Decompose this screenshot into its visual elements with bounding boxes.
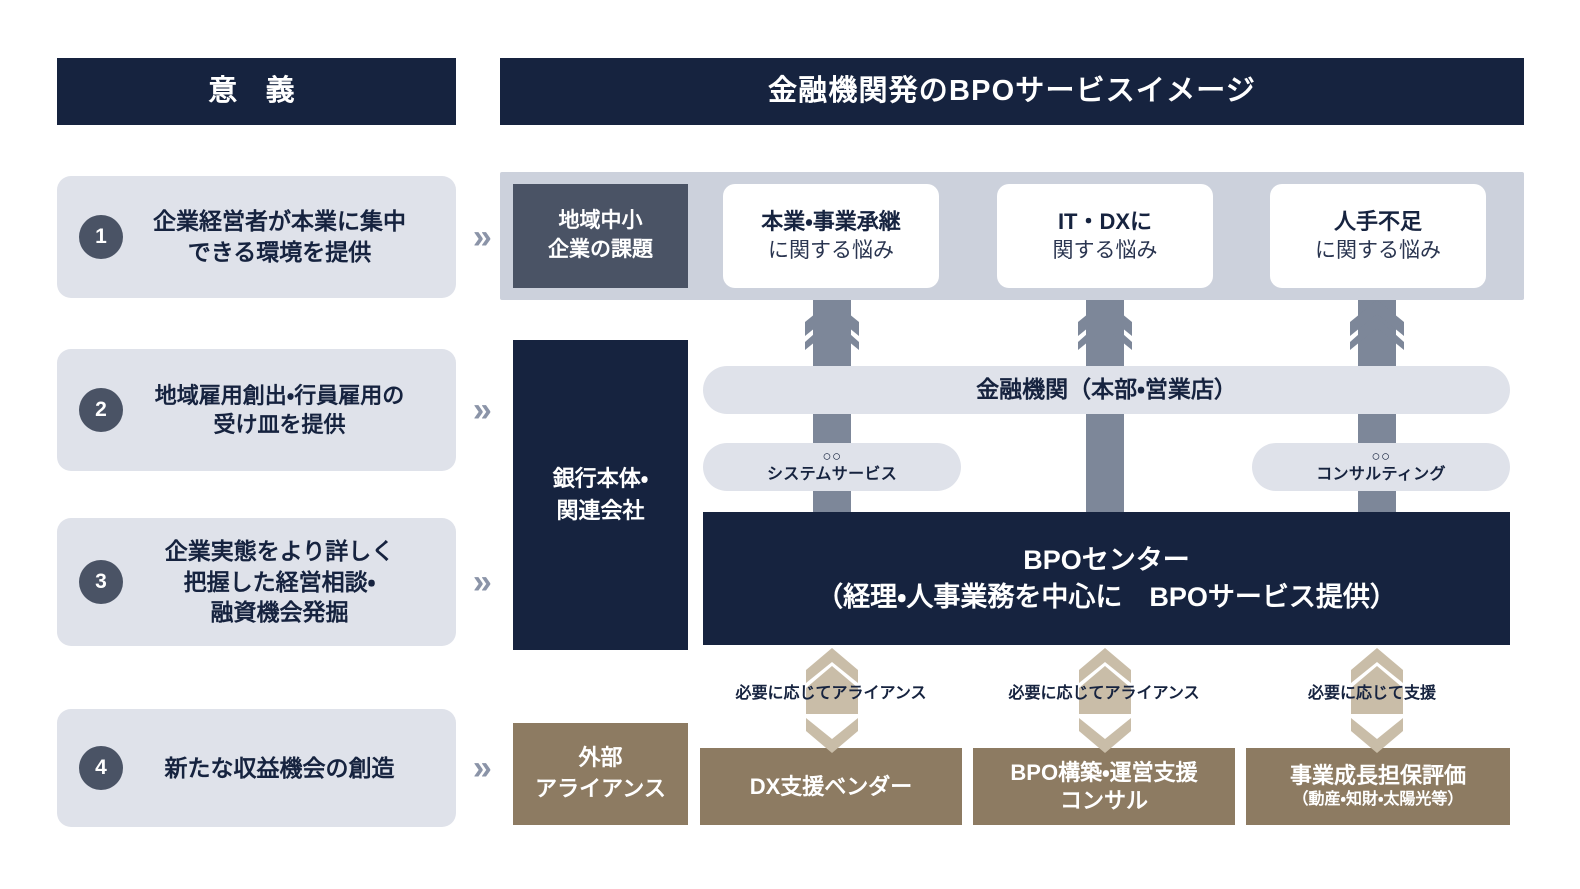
arrow-up-icon-3 [1350,300,1404,350]
benefit-card-2: 2 地域雇用創出・行員雇用の 受け皿を提供 [57,349,456,471]
benefit-number-3: 3 [79,560,123,604]
arrow-bidirectional-icon-1 [806,648,858,753]
header-right: 金融機関発のBPOサービスイメージ [500,58,1524,125]
vendor-box-bpo-consult: BPO構築・運営支援 コンサル [973,748,1235,825]
header-left: 意 義 [57,58,456,125]
service-pill-system-line2: システムサービス [766,465,898,483]
bpo-center-box: BPOセンター （経理・人事業務を中心に BPOサービス提供） [703,512,1510,645]
service-pill-consulting-line1: ○○ [1371,448,1391,466]
issue-card-3-line1: 人手不足 [1333,209,1422,235]
external-alliance-label: 外部 アライアンス [513,723,688,825]
financial-institution-bar: 金融機関（本部・営業店） [703,366,1510,414]
benefit-card-1: 1 企業経営者が本業に集中 できる環境を提供 [57,176,456,298]
arrow-up-icon-2 [1078,300,1132,350]
vendor-box-bpo-consult-title: BPO構築・運営支援 コンサル [1010,759,1198,813]
benefit-number-4: 4 [79,746,123,790]
service-pill-consulting: ○○ コンサルティング [1252,443,1510,491]
bank-entity-label: 銀行本体・ 関連会社 [513,340,688,650]
issue-card-3-line2: に関する悩み [1315,238,1441,262]
vendor-box-growth-collateral-title: 事業成長担保評価 [1289,763,1466,789]
bpo-center-subtitle: （経理・人事業務を中心に BPOサービス提供） [816,581,1397,612]
issue-card-2: IT・DXに 関する悩み [997,184,1213,288]
issue-card-2-line2: 関する悩み [1052,238,1158,262]
benefit-number-1: 1 [79,215,123,259]
alliance-caption-2: 必要に応じてアライアンス [1008,684,1200,702]
alliance-caption-3: 必要に応じて支援 [1307,684,1436,702]
vendor-box-dx: DX支援ベンダー [700,748,962,825]
issue-card-1-line2: に関する悩み [768,238,894,262]
arrow-bidirectional-icon-3 [1351,648,1403,753]
service-pill-system: ○○ システムサービス [703,443,961,491]
bpo-center-title: BPOセンター [1023,545,1190,576]
benefit-card-3: 3 企業実態をより詳しく 把握した経営相談・ 融資機会発掘 [57,518,456,646]
benefit-number-2: 2 [79,388,123,432]
benefit-text-2: 地域雇用創出・行員雇用の 受け皿を提供 [154,382,405,437]
chevron-icon-2: » [472,390,492,429]
issue-card-2-line1: IT・DXに [1057,209,1153,235]
issue-card-3: 人手不足 に関する悩み [1270,184,1486,288]
chevron-icon-4: » [472,748,492,787]
alliance-caption-1: 必要に応じてアライアンス [735,684,927,702]
chevron-icon-3: » [472,562,492,601]
vendor-box-growth-collateral: 事業成長担保評価 （動産・知財・太陽光等） [1246,748,1510,825]
benefit-text-4: 新たな収益機会の創造 [164,754,395,781]
benefit-card-4: 4 新たな収益機会の創造 [57,709,456,827]
service-pill-system-line1: ○○ [822,448,842,466]
arrow-up-icon-1 [805,300,859,350]
benefit-text-1: 企業経営者が本業に集中 できる環境を提供 [153,208,406,265]
benefit-text-3: 企業実態をより詳しく 把握した経営相談・ 融資機会発掘 [164,537,395,626]
chevron-icon-1: » [472,217,492,256]
service-pill-consulting-line2: コンサルティング [1316,465,1446,483]
issue-card-1: 本業・事業承継 に関する悩み [723,184,939,288]
vendor-box-dx-title: DX支援ベンダー [749,773,913,799]
connector-stem-5 [1086,408,1124,520]
issues-label: 地域中小 企業の課題 [513,184,688,288]
vendor-box-growth-collateral-subtitle: （動産・知財・太陽光等） [1292,790,1464,808]
issue-card-1-line1: 本業・事業承継 [761,209,901,235]
arrow-bidirectional-icon-2 [1079,648,1131,753]
